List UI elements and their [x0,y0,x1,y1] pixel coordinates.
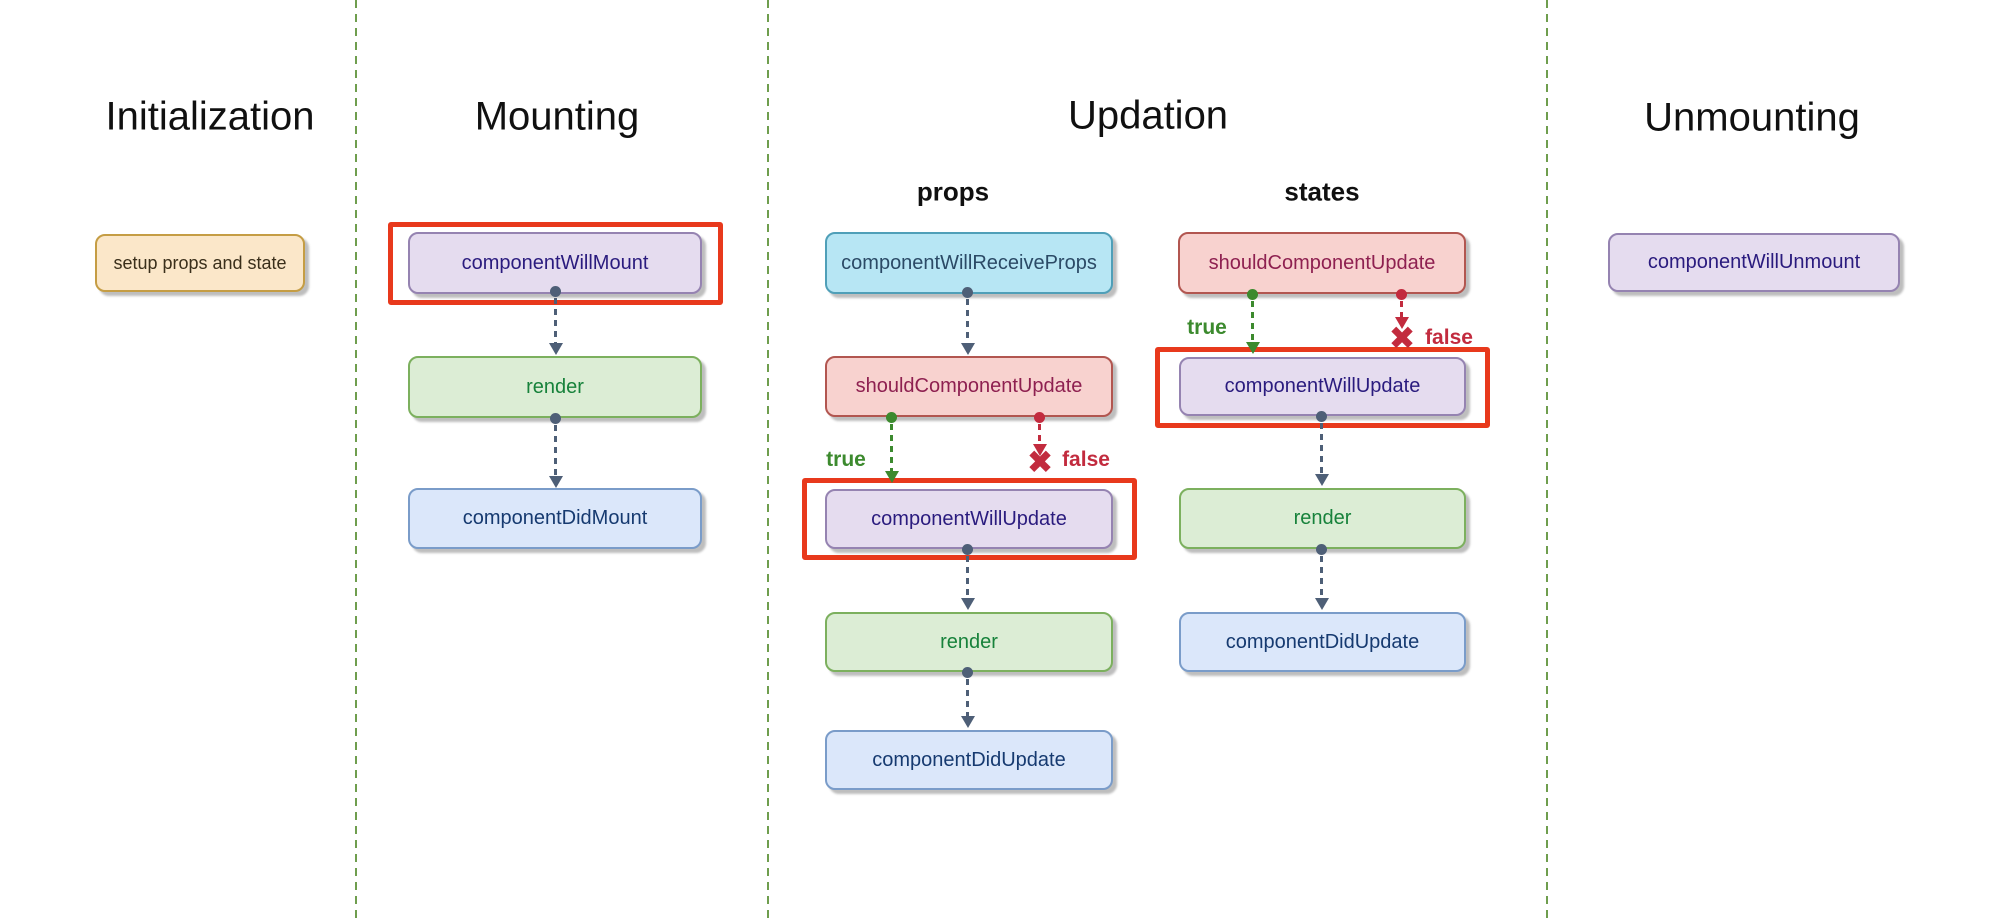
true-label: true [1187,316,1227,339]
arrow-line [966,299,969,343]
arrow-dot [962,667,973,678]
section-title-updation: Updation [1067,93,1229,138]
true-branch-line [1251,301,1254,342]
arrowhead-icon [961,598,975,610]
node-states-component-will-update: componentWillUpdate [1179,357,1466,416]
highlight-props-component-will-update [802,478,1137,560]
node-props-component-will-update: componentWillUpdate [825,489,1113,549]
false-branch-line [1400,301,1403,317]
section-title-initialization: Initialization [105,94,315,139]
node-states-render: render [1179,488,1466,549]
reject-x-icon: ✖ [1026,444,1054,480]
node-props-render: render [825,612,1113,672]
reject-x-icon: ✖ [1388,320,1416,356]
true-label: true [826,448,866,471]
arrow-line [1320,556,1323,598]
arrow-line [1320,423,1323,474]
arrowhead-icon [549,476,563,488]
true-arrowhead-icon [1246,342,1260,354]
true-branch-dot [886,412,897,423]
arrow-dot [550,286,561,297]
arrow-line [966,556,969,598]
false-label: false [1062,448,1110,471]
node-component-will-mount: componentWillMount [408,232,702,294]
arrow-dot [1316,544,1327,555]
node-states-component-did-update: componentDidUpdate [1179,612,1466,672]
node-props-component-did-update: componentDidUpdate [825,730,1113,790]
true-branch-line [890,424,893,471]
node-states-should-component-update: shouldComponentUpdate [1178,232,1466,294]
arrowhead-icon [1315,598,1329,610]
true-branch-dot [1247,289,1258,300]
arrow-dot [550,413,561,424]
column-title-states: states [1284,176,1360,207]
false-branch-dot [1396,289,1407,300]
section-title-mounting: Mounting [474,94,640,139]
node-props-should-component-update: shouldComponentUpdate [825,356,1113,417]
node-component-will-unmount: componentWillUnmount [1608,233,1900,292]
arrowhead-icon [961,343,975,355]
section-divider [355,0,357,924]
false-arrowhead-icon [1395,317,1409,329]
arrowhead-icon [961,716,975,728]
section-divider [1546,0,1548,924]
section-divider [767,0,769,924]
arrow-line [554,298,557,343]
true-arrowhead-icon [885,471,899,483]
arrow-line [554,425,557,475]
false-branch-dot [1034,412,1045,423]
column-title-props: props [916,176,990,207]
arrow-dot [962,287,973,298]
arrow-dot [1316,411,1327,422]
false-label: false [1425,326,1473,349]
node-mount-render: render [408,356,702,418]
false-branch-line [1038,424,1041,444]
section-title-unmounting: Unmounting [1644,95,1860,140]
node-component-will-receive-props: componentWillReceiveProps [825,232,1113,294]
arrowhead-icon [1315,474,1329,486]
node-component-did-mount: componentDidMount [408,488,702,549]
false-arrowhead-icon [1033,444,1047,456]
arrowhead-icon [549,343,563,355]
arrow-line [966,679,969,716]
node-setup-props-and-state: setup props and state [95,234,305,292]
arrow-dot [962,544,973,555]
